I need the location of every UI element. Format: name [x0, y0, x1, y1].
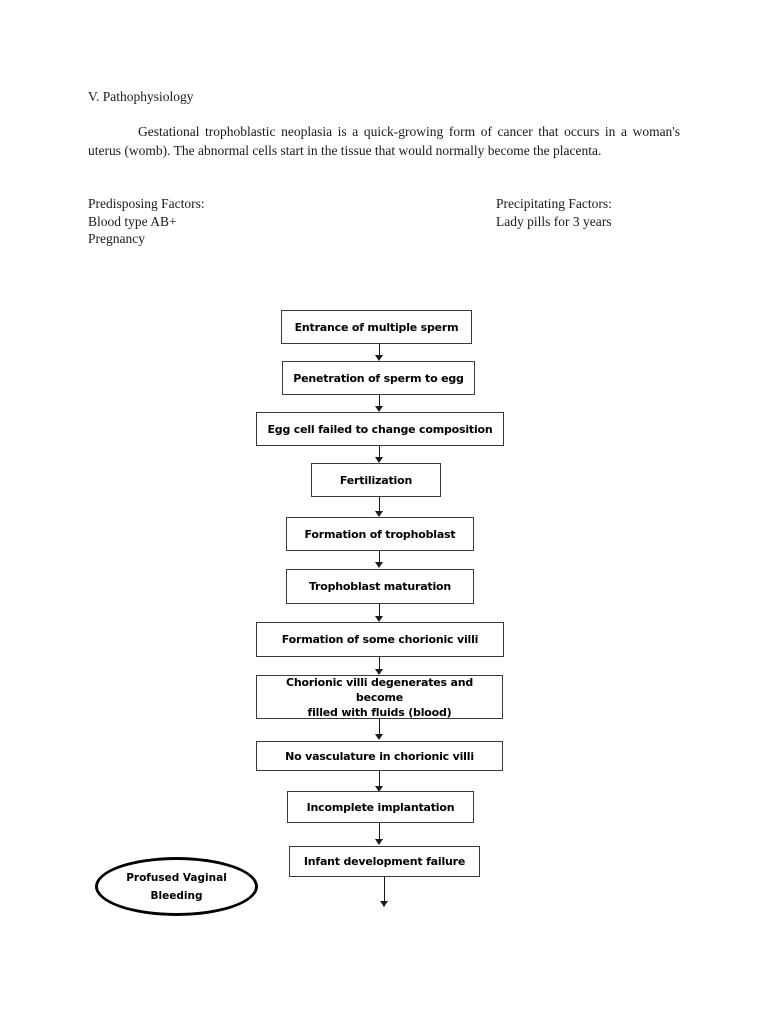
predisposing-factor-item: Blood type AB+ — [88, 213, 177, 229]
precipitating-factors: Precipitating Factors: Lady pills for 3 … — [496, 195, 612, 230]
flow-node-profused-vaginal-bleeding: Profused Vaginal Bleeding — [95, 857, 258, 916]
precipitating-factor-item: Lady pills for 3 years — [496, 213, 612, 229]
flow-node-trophoblast-maturation: Trophoblast maturation — [286, 569, 474, 604]
flow-node-fertilization: Fertilization — [311, 463, 441, 497]
flow-node-label-line-1: Chorionic villi degenerates and become — [285, 675, 474, 704]
flow-node-formation-of-trophoblast: Formation of trophoblast — [286, 517, 474, 551]
flow-node-incomplete-implantation: Incomplete implantation — [287, 791, 474, 823]
predisposing-factors-heading: Predisposing Factors: — [88, 196, 205, 211]
flow-node-chorionic-villi-degenerates: Chorionic villi degenerates and become f… — [256, 675, 503, 719]
intro-paragraph: Gestational trophoblastic neoplasia is a… — [88, 124, 680, 158]
flow-node-label-line-2: filled with fluids (blood) — [307, 705, 452, 719]
outcome-label-line-1: Profused Vaginal — [126, 871, 227, 884]
outcome-label-line-2: Bleeding — [150, 889, 203, 902]
precipitating-factors-heading: Precipitating Factors: — [496, 196, 612, 211]
flow-node-infant-development-failure: Infant development failure — [289, 846, 480, 877]
flow-node-no-vasculature-in-chorionic-villi: No vasculature in chorionic villi — [256, 741, 503, 771]
predisposing-factor-item: Pregnancy — [88, 231, 145, 246]
flow-node-penetration-of-sperm-to-egg: Penetration of sperm to egg — [282, 361, 475, 395]
flow-node-entrance-of-multiple-sperm: Entrance of multiple sperm — [281, 310, 472, 344]
flow-node-egg-cell-failed-to-change-composition: Egg cell failed to change composition — [256, 412, 504, 446]
page-title: V. Pathophysiology — [88, 89, 194, 104]
flow-node-formation-of-some-chorionic-villi: Formation of some chorionic villi — [256, 622, 504, 657]
predisposing-factors: Predisposing Factors: Blood type AB+ Pre… — [88, 195, 205, 248]
